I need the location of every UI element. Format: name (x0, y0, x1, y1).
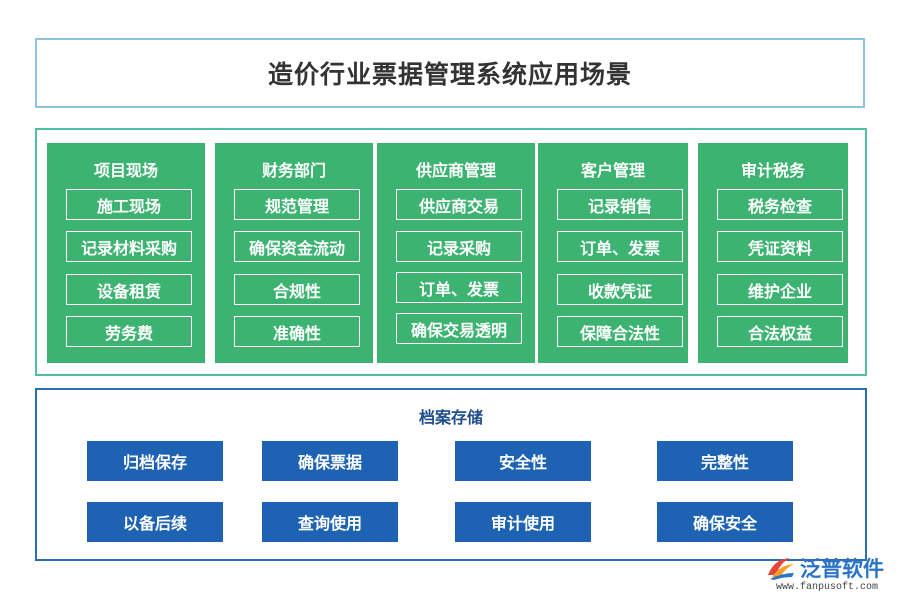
column-item: 供应商交易 (396, 189, 522, 220)
column-title: 客户管理 (580, 161, 645, 180)
page-title: 造价行业票据管理系统应用场景 (267, 60, 632, 89)
column-item: 确保交易透明 (396, 313, 522, 344)
archive-item: 确保安全 (657, 502, 793, 542)
column-item: 劳务费 (66, 316, 192, 347)
column-item: 订单、发票 (396, 272, 522, 303)
archive-item: 以备后续 (87, 502, 223, 542)
archive-item: 查询使用 (262, 502, 398, 542)
column-item: 确保资金流动 (234, 231, 360, 262)
column-item: 记录材料采购 (66, 231, 192, 262)
fanpu-logo: 泛普软件 www.fanpusoft.com (762, 553, 892, 597)
archive-item: 审计使用 (455, 502, 591, 542)
column-item: 凭证资料 (717, 231, 843, 262)
column-item: 税务检查 (717, 189, 843, 220)
logo-url: www.fanpusoft.com (776, 582, 879, 593)
scenario-panel: 项目现场 施工现场 记录材料采购 设备租赁 劳务费 财务部门 规范管理 确保资金… (35, 128, 867, 376)
column-supplier: 供应商管理 供应商交易 记录采购 订单、发票 确保交易透明 (377, 143, 535, 363)
column-title: 审计税务 (740, 161, 805, 180)
column-item: 记录采购 (396, 231, 522, 262)
column-title: 项目现场 (93, 161, 158, 180)
title-box: 造价行业票据管理系统应用场景 (35, 38, 865, 108)
column-item: 维护企业 (717, 274, 843, 305)
column-item: 施工现场 (66, 189, 192, 220)
archive-panel: 档案存储 归档保存 确保票据 安全性 完整性 以备后续 查询使用 审计使用 确保… (35, 388, 867, 561)
archive-item: 安全性 (455, 441, 591, 481)
column-customer: 客户管理 记录销售 订单、发票 收款凭证 保障合法性 (538, 143, 688, 363)
column-audit-tax: 审计税务 税务检查 凭证资料 维护企业 合法权益 (698, 143, 848, 363)
fanpu-logo-icon (768, 558, 794, 580)
column-item: 合规性 (234, 274, 360, 305)
column-item: 收款凭证 (557, 274, 683, 305)
archive-item: 确保票据 (262, 441, 398, 481)
logo-name: 泛普软件 (800, 557, 884, 581)
archive-title: 档案存储 (418, 408, 483, 427)
column-item: 准确性 (234, 316, 360, 347)
column-project-site: 项目现场 施工现场 记录材料采购 设备租赁 劳务费 (47, 143, 205, 363)
column-title: 供应商管理 (415, 161, 496, 180)
column-item: 合法权益 (717, 316, 843, 347)
archive-item: 完整性 (657, 441, 793, 481)
column-item: 设备租赁 (66, 274, 192, 305)
column-title: 财务部门 (261, 161, 326, 180)
archive-item: 归档保存 (87, 441, 223, 481)
column-item: 记录销售 (557, 189, 683, 220)
column-item: 订单、发票 (557, 231, 683, 262)
column-item: 保障合法性 (557, 316, 683, 347)
column-finance: 财务部门 规范管理 确保资金流动 合规性 准确性 (215, 143, 373, 363)
column-item: 规范管理 (234, 189, 360, 220)
